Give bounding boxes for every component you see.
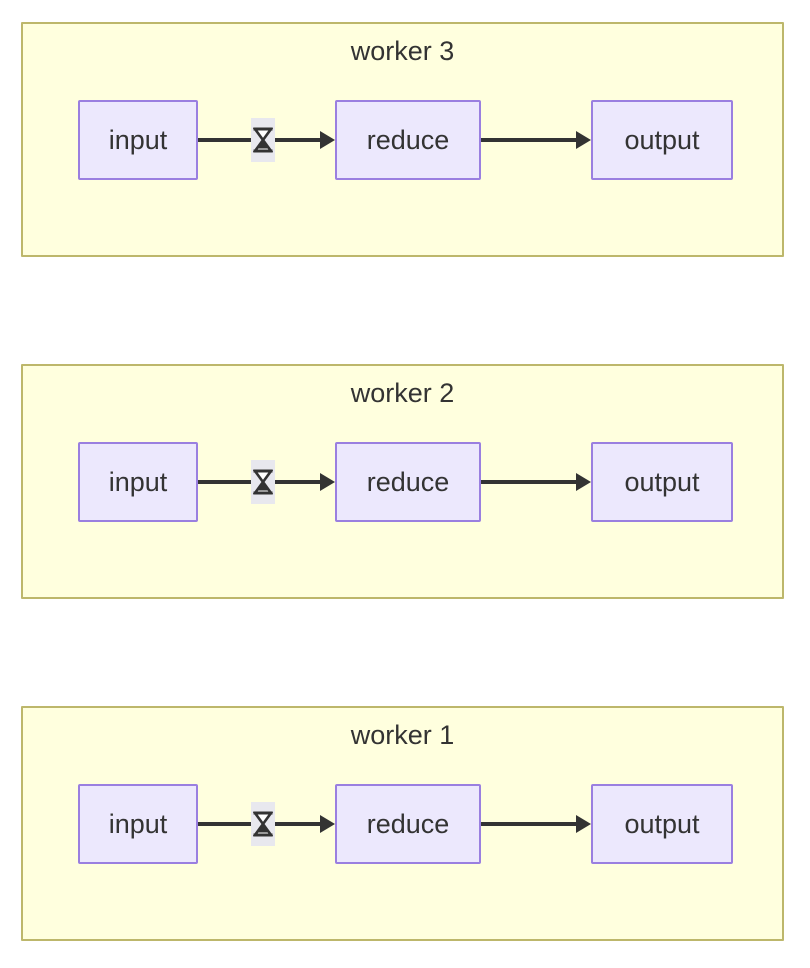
node-input[interactable]: input: [78, 784, 198, 864]
arrowhead-to-output: [576, 815, 591, 833]
subgraph-title: worker 1: [350, 720, 455, 750]
subgraph-title: worker 3: [350, 36, 455, 66]
edge-input-to-label: [198, 480, 251, 484]
arrowhead-to-reduce: [320, 131, 335, 149]
edge-input-to-label: [198, 822, 251, 826]
edge-reduce-to-output: [481, 822, 576, 826]
edge-label-to-reduce: [275, 480, 320, 484]
flow-row: input reduce output: [23, 442, 782, 524]
subgraph-panel-worker-3: worker 3 input reduce output: [21, 22, 784, 257]
edge-reduce-to-output: [481, 138, 576, 142]
node-input[interactable]: input: [78, 100, 198, 180]
subgraph-title: worker 2: [350, 378, 455, 408]
subgraph-panel-worker-2: worker 2 input reduce output: [21, 364, 784, 599]
node-input[interactable]: input: [78, 442, 198, 522]
edge-label-hourglass: [251, 802, 275, 846]
node-reduce[interactable]: reduce: [335, 100, 481, 180]
node-output[interactable]: output: [591, 100, 733, 180]
flow-row: input reduce output: [23, 100, 782, 182]
hourglass-icon: [253, 469, 273, 495]
hourglass-icon: [253, 811, 273, 837]
edge-label-hourglass: [251, 460, 275, 504]
flow-row: input reduce output: [23, 784, 782, 866]
edge-label-to-reduce: [275, 138, 320, 142]
node-output[interactable]: output: [591, 442, 733, 522]
edge-input-to-label: [198, 138, 251, 142]
subgraph-panel-worker-1: worker 1 input reduce output: [21, 706, 784, 941]
edge-label-to-reduce: [275, 822, 320, 826]
arrowhead-to-reduce: [320, 473, 335, 491]
node-output[interactable]: output: [591, 784, 733, 864]
arrowhead-to-reduce: [320, 815, 335, 833]
node-reduce[interactable]: reduce: [335, 442, 481, 522]
arrowhead-to-output: [576, 473, 591, 491]
arrowhead-to-output: [576, 131, 591, 149]
hourglass-icon: [253, 127, 273, 153]
edge-reduce-to-output: [481, 480, 576, 484]
edge-label-hourglass: [251, 118, 275, 162]
node-reduce[interactable]: reduce: [335, 784, 481, 864]
